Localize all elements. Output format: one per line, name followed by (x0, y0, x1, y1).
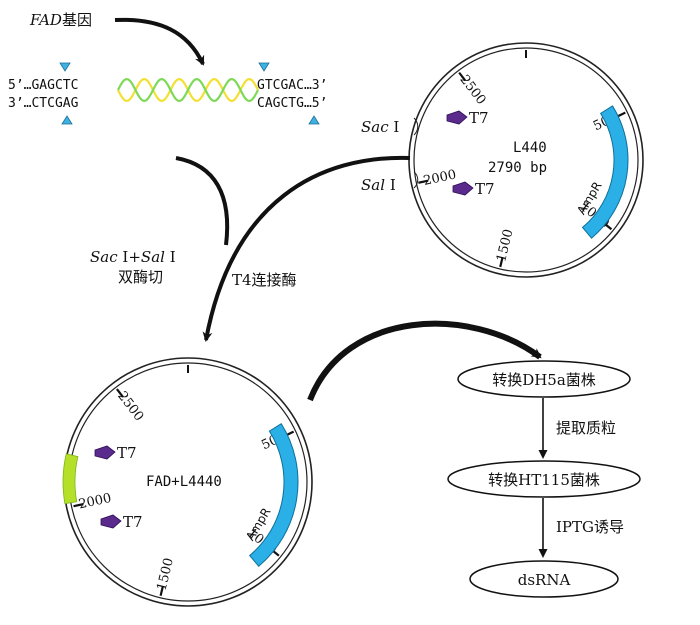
site-sac-label: Sac I (361, 118, 399, 136)
seq-top-right: GTCGAC…3’ (257, 78, 327, 93)
site-sal-label: Sal I (361, 176, 396, 194)
digest-enzyme-label: Sac I+Sal I (90, 248, 176, 266)
t7-promoter-arrow (100, 514, 122, 529)
fad-insert (62, 453, 79, 505)
tick-mark (73, 503, 84, 508)
site-sac-bracket (413, 117, 419, 136)
flow-step-1: 转换DH5a菌株 (492, 371, 596, 389)
tick-label: 2500 (114, 389, 146, 424)
ligase-label: T4连接酶 (232, 271, 297, 289)
digest-arrow-left (175, 156, 230, 246)
ligation-arrow (202, 155, 411, 342)
tick-mark (458, 71, 467, 82)
flow-chart: 转换DH5a菌株 提取质粒 转换HT115菌株 IPTG诱导 dsRNA (447, 360, 641, 598)
t7-label: T7 (123, 513, 143, 531)
t7-label: T7 (117, 444, 137, 462)
fad-gene-label: FAD基因 (29, 11, 92, 29)
tick-label: 1500 (494, 228, 516, 264)
t7-promoter-arrow (452, 181, 474, 196)
dna-double-helix (117, 77, 259, 103)
cut-marker-top-left (59, 62, 71, 72)
tick-label: 2000 (422, 167, 457, 189)
gene-insert-arrow (114, 17, 205, 66)
tick-mark (418, 179, 429, 184)
tick-label: 2000 (77, 491, 112, 513)
cut-marker-bottom-left (61, 115, 73, 125)
flow-step-1-ellipse (457, 360, 631, 398)
seq-top-left: 5’…GAGCTC (8, 78, 78, 93)
cut-marker-top-right (258, 62, 270, 72)
t7-promoter-arrow (446, 110, 468, 125)
flow-step-3-ellipse (469, 560, 619, 598)
digest-label: 双酶切 (118, 268, 163, 286)
flow-arrow-1-label: 提取质粒 (556, 419, 616, 437)
tick-mark (159, 585, 165, 597)
t7-label: T7 (469, 109, 489, 127)
cut-marker-bottom-right (308, 115, 320, 125)
site-sal-bracket (413, 171, 419, 189)
ampr-band (249, 423, 299, 567)
seq-bottom-left: 3’…CTCGAG (8, 96, 79, 111)
flow-step-2-ellipse (447, 460, 641, 498)
t7-label: T7 (475, 180, 495, 198)
tick-label: 2500 (457, 72, 489, 107)
flow-step-2: 转换HT115菌株 (488, 471, 600, 489)
plasmid1-size: 2790 bp (488, 160, 547, 176)
tick-label: 1500 (155, 557, 177, 593)
flow-step-3: dsRNA (518, 571, 571, 589)
ampr-band (581, 105, 629, 239)
plasmid2-name: FAD+L4440 (146, 474, 222, 490)
t7-promoter-arrow (94, 445, 116, 460)
plasmid1-name: L440 (513, 140, 547, 156)
transform-arrow (307, 320, 542, 402)
tick-mark (499, 256, 504, 268)
seq-bottom-right: CAGCTG…5’ (257, 96, 327, 111)
flow-arrow-2-label: IPTG诱导 (556, 518, 624, 536)
tick-mark (116, 388, 124, 398)
